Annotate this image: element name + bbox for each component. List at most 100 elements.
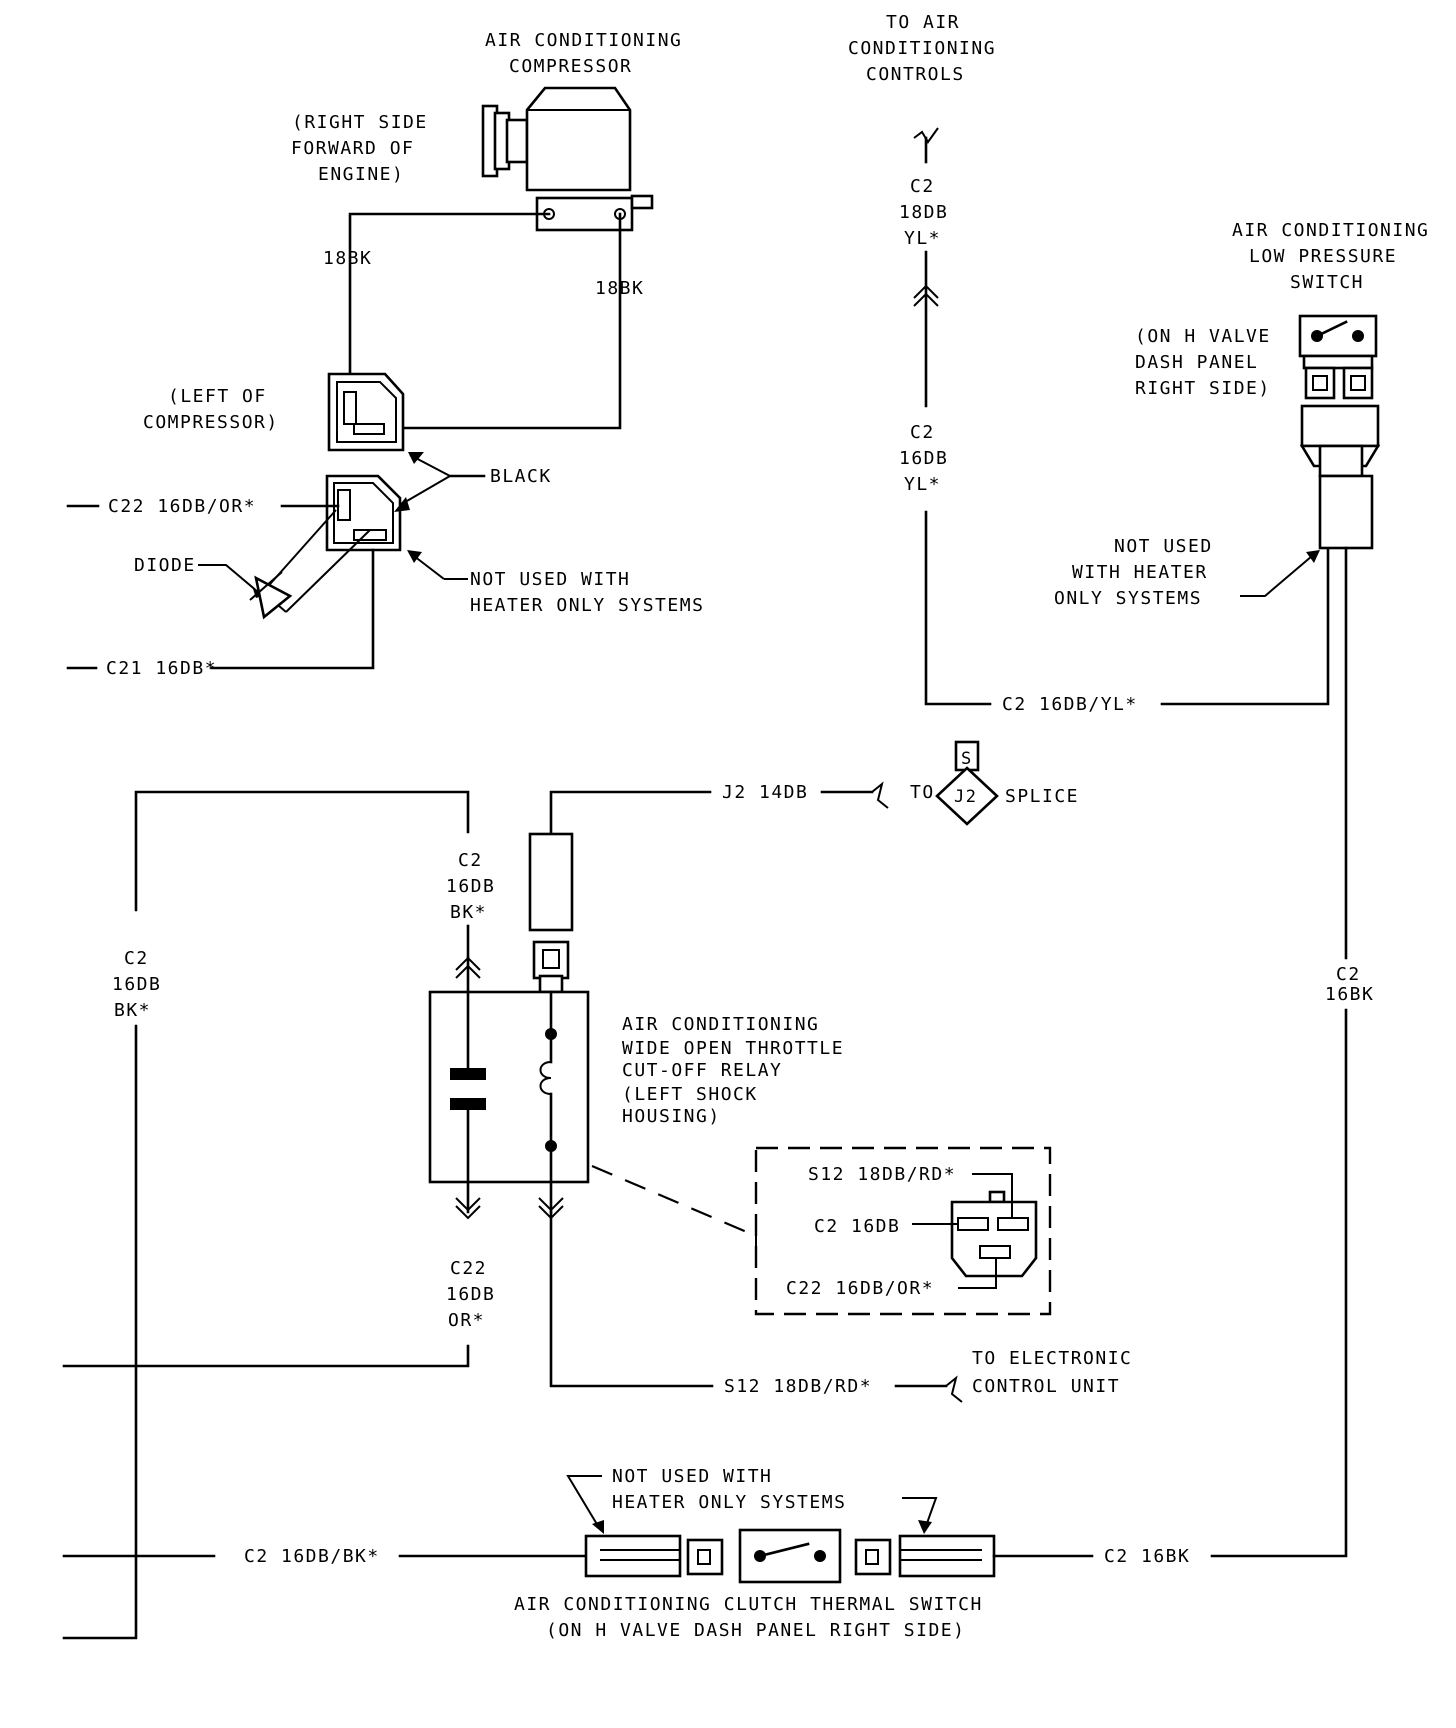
thermal-switch-label-1: AIR CONDITIONING CLUTCH THERMAL SWITCH: [514, 1594, 983, 1615]
lps-label-1: AIR CONDITIONING: [1232, 220, 1429, 241]
not-used-1-line1: NOT USED WITH: [470, 569, 630, 590]
compressor-location-label: (RIGHT SIDE FORWARD OF ENGINE): [291, 112, 428, 185]
wire-label-c22-a: C22: [450, 1258, 487, 1279]
wire-label-c22-top: C22 16DB/OR*: [108, 496, 256, 517]
relay-label-3: CUT-OFF RELAY: [622, 1060, 782, 1081]
wire-label-c22-b: 16DB: [446, 1284, 495, 1305]
diode-symbol: [249, 509, 371, 620]
relay-connector-upper: [528, 832, 574, 932]
relay-label-4: (LEFT SHOCK: [622, 1084, 758, 1105]
thermal-switch-label-2: (ON H VALVE DASH PANEL RIGHT SIDE): [546, 1620, 965, 1641]
relay-contact-lower: [450, 1098, 486, 1110]
not-used-2-3: ONLY SYSTEMS: [1054, 588, 1202, 609]
wire-label-c2-16bk-right-b: 16BK: [1325, 984, 1374, 1005]
not-used-2-2: WITH HEATER: [1072, 562, 1208, 583]
wire-18bk-right: [386, 212, 622, 430]
wire-label-left-c2-a: C2: [124, 948, 149, 969]
relay-contact-upper: [450, 1068, 486, 1080]
low-pressure-switch-label: AIR CONDITIONING LOW PRESSURE SWITCH: [1232, 220, 1429, 293]
not-used-3-1: NOT USED WITH: [612, 1466, 772, 1487]
wire-c2-yl-lower: [924, 510, 992, 706]
compressor-label-1: AIR CONDITIONING: [485, 30, 682, 51]
compressor-location-1: (RIGHT SIDE: [292, 112, 428, 133]
to-ac-controls-1: TO AIR: [886, 12, 960, 33]
lps-location-2: DASH PANEL: [1135, 352, 1258, 373]
connector-view-leader: [591, 1164, 757, 1238]
not-used-3-2: HEATER ONLY SYSTEMS: [612, 1492, 846, 1513]
compressor-label-2: COMPRESSOR: [509, 56, 632, 77]
wire-label-18bk-right: 18BK: [595, 278, 644, 299]
low-pressure-switch: [1298, 314, 1381, 550]
wire-label-c2-18db-a: C2: [910, 176, 935, 197]
wire-c2-16bk-right-lower: [1210, 1008, 1348, 1558]
splice-to-label: TO: [910, 782, 935, 803]
wire-c2-bk-left: [62, 1024, 138, 1640]
relay-label-5: HOUSING): [622, 1106, 721, 1127]
wire-label-c2-16db-yl: C2 16DB/YL*: [1002, 694, 1138, 715]
wire-c2-yl-right: [1160, 546, 1330, 706]
not-used-1-line2: HEATER ONLY SYSTEMS: [470, 595, 704, 616]
wire-label-c2-16db-b: 16DB: [899, 448, 948, 469]
wire-c21-right: [210, 548, 375, 670]
splice-s-label: S: [961, 749, 973, 769]
to-ecu-label-2: CONTROL UNIT: [972, 1376, 1120, 1397]
relay-label-1: AIR CONDITIONING: [622, 1014, 819, 1035]
connector-view-c22: C22 16DB/OR*: [786, 1278, 934, 1299]
not-used-2-1: NOT USED: [1114, 536, 1213, 557]
ac-compressor: [481, 86, 654, 232]
diode-connector: [325, 474, 402, 552]
connector-view: S12 18DB/RD* C2 16DB C22 16DB/OR*: [754, 1146, 1052, 1316]
compressor-connector: [327, 372, 405, 452]
wire-label-c2-18db-b: 18DB: [899, 202, 948, 223]
wire-c2-bk-top: [134, 790, 470, 912]
wire-label-left-c2-c: BK*: [114, 1000, 151, 1021]
lps-label-3: SWITCH: [1290, 272, 1364, 293]
wire-label-c2-16db-c: YL*: [904, 474, 941, 495]
not-used-3-label: NOT USED WITH HEATER ONLY SYSTEMS: [612, 1466, 846, 1513]
relay-label-2: WIDE OPEN THROTTLE: [622, 1038, 844, 1059]
connector-location-2: COMPRESSOR): [143, 412, 279, 433]
lps-label-2: LOW PRESSURE: [1249, 246, 1397, 267]
wire-s12-bottom: [549, 1210, 714, 1388]
thermal-switch-label: AIR CONDITIONING CLUTCH THERMAL SWITCH (…: [514, 1594, 983, 1641]
to-ac-controls-3: CONTROLS: [866, 64, 965, 85]
break-symbol-ecu: [945, 1375, 963, 1403]
compressor-label: AIR CONDITIONING COMPRESSOR: [485, 30, 682, 77]
wire-18bk-left: [348, 212, 551, 397]
splice-j2-symbol: [935, 740, 999, 826]
compressor-location-3: ENGINE): [318, 164, 404, 185]
relay-box: [428, 990, 590, 1184]
wire-j2-14db: [549, 790, 712, 836]
connector-location-label: (LEFT OF COMPRESSOR): [143, 386, 279, 433]
not-used-2-label: NOT USED WITH HEATER ONLY SYSTEMS: [1054, 536, 1213, 609]
black-label: BLACK: [490, 466, 552, 487]
relay-terminal: [532, 940, 570, 980]
wire-label-c22-c: OR*: [448, 1310, 485, 1331]
splice-label: SPLICE: [1005, 786, 1079, 807]
wire-label-relay-c2-a: C2: [458, 850, 483, 871]
wire-label-c2-16db-a: C2: [910, 422, 935, 443]
compressor-location-2: FORWARD OF: [291, 138, 414, 159]
connector-view-c2: C2 16DB: [814, 1216, 900, 1237]
to-ac-controls-2: CONDITIONING: [848, 38, 996, 59]
connector-location-1: (LEFT OF: [168, 386, 267, 407]
wire-label-c2-18db-c: YL*: [904, 228, 941, 249]
wire-label-c21: C21 16DB*: [106, 658, 217, 679]
wire-label-relay-c2-c: BK*: [450, 902, 487, 923]
connector-view-s12: S12 18DB/RD*: [808, 1164, 956, 1185]
lps-location-1: (ON H VALVE: [1135, 326, 1271, 347]
thermal-switch: [584, 1528, 996, 1584]
to-ecu-label-1: TO ELECTRONIC: [972, 1348, 1132, 1369]
lps-location-3: RIGHT SIDE): [1135, 378, 1271, 399]
wire-label-c2-16bk-bottom: C2 16BK: [1104, 1546, 1190, 1567]
low-pressure-location-label: (ON H VALVE DASH PANEL RIGHT SIDE): [1135, 326, 1271, 399]
relay-label: AIR CONDITIONING WIDE OPEN THROTTLE CUT-…: [622, 1014, 844, 1127]
relay-coil: [539, 1061, 552, 1095]
wire-label-j2-14db: J2 14DB: [722, 782, 808, 803]
break-symbol-splice: [871, 781, 889, 809]
wire-label-s12-bottom: S12 18DB/RD*: [724, 1376, 872, 1397]
diode-label: DIODE: [134, 555, 196, 576]
to-ac-controls-label: TO AIR CONDITIONING CONTROLS: [848, 12, 996, 85]
wire-c22-or-lower: [62, 1344, 470, 1368]
